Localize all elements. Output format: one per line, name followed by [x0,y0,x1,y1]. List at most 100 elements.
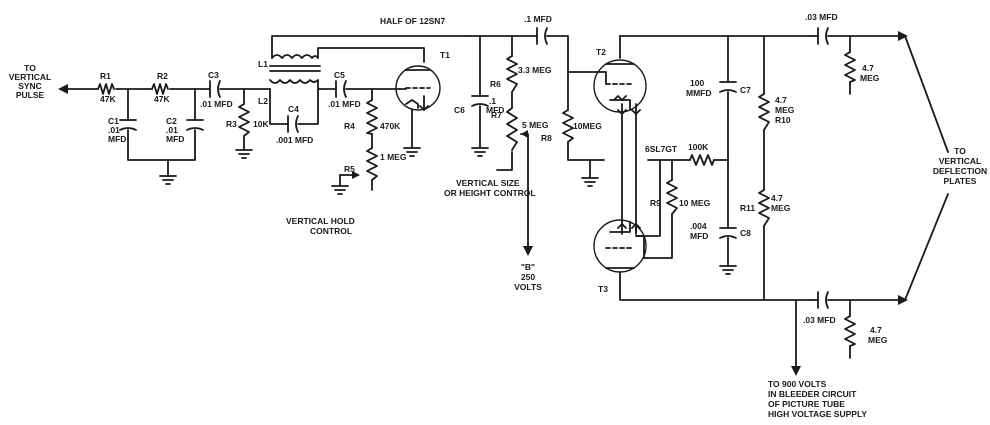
r11-value-1: 4.7 [771,193,783,203]
tube-6sl7-label: 6SL7GT [645,144,678,154]
out-bot-res-value-1: 4.7 [870,325,882,335]
r10-resistor [758,93,770,131]
c7-label: C7 [740,85,751,95]
c4-capacitor [287,115,299,133]
c3-label: C3 [208,70,219,80]
to-900v-1: TO 900 VOLTS [768,379,827,389]
r2-value: 47K [154,94,170,104]
ground-icon [471,147,489,157]
ground-icon [331,185,349,195]
r3-resistor [238,103,250,137]
c6-capacitor [471,95,489,107]
to-900v-4: HIGH VOLTAGE SUPPLY [768,409,867,419]
vertical-size-2: OR HEIGHT CONTROL [444,188,536,198]
r5-value: 1 MEG [380,152,407,162]
r2-label: R2 [157,71,168,81]
to-900v-2: IN BLEEDER CIRCUIT [768,389,857,399]
t1-envelope [395,65,441,111]
r9-resistor [666,179,678,215]
l1-winding [271,54,319,59]
out-bot-capacitor [817,291,829,309]
b-plus-1: "B" [521,262,535,272]
b-plus-3: VOLTS [514,282,542,292]
half-12sn7-label: HALF OF 12SN7 [380,16,445,26]
r7-value: 5 MEG [522,120,549,130]
c-top-value: .1 MFD [524,14,552,24]
to-deflection-1: TO [954,146,966,156]
t3-envelope [593,219,647,273]
c6-label: C6 [454,105,465,115]
r4-resistor [366,99,378,135]
c5-capacitor [335,80,347,98]
t2-envelope [593,59,647,113]
c5-value: .01 MFD [328,99,361,109]
out-top-res-value-1: 4.7 [862,63,874,73]
labels: TO VERTICAL SYNC PULSE R1 47K R2 47K C1 … [9,12,987,419]
c7-value-2: MMFD [686,88,712,98]
c1-label-3: MFD [108,134,126,144]
l1-label: L1 [258,59,268,69]
ground-symbols [159,147,737,275]
wiring [61,35,949,371]
tube-t2 [593,59,647,115]
r6-label: R6 [490,79,501,89]
r4-label: R4 [344,121,355,131]
to-sync-line-3: SYNC [18,81,42,91]
out-bot-resistor [844,315,856,347]
to-sync-line-4: PULSE [16,90,45,100]
ground-icon [581,177,599,187]
c1-label-2: .01 [108,125,120,135]
b-plus-2: 250 [521,272,535,282]
capacitors [119,27,829,309]
c7-value-1: 100 [690,78,704,88]
r10-value-2: MEG [775,105,795,115]
r11-resistor [758,189,770,227]
transformer-core [269,65,321,72]
r3-label: R3 [226,119,237,129]
r6-value: 3.3 MEG [518,65,552,75]
t2-label: T2 [596,47,606,57]
c8-value-2: MFD [690,231,708,241]
t1-label: T1 [440,50,450,60]
to-deflection-4: PLATES [944,176,977,186]
r1-label: R1 [100,71,111,81]
r-100k-resistor [689,154,715,166]
r5-label: R5 [344,164,355,174]
l2-label: L2 [258,96,268,106]
r-100k-value: 100K [688,142,709,152]
to-sync-line-1: TO [24,63,36,73]
r10-label: R10 [775,115,791,125]
c8-label: C8 [740,228,751,238]
c8-capacitor [719,227,737,239]
blocking-oscillator-transformer [269,54,321,90]
c6-value-2: MFD [486,105,504,115]
r4-value: 470K [380,121,401,131]
r9-value: 10 MEG [679,198,711,208]
r8-label: R8 [541,133,552,143]
to-deflection-3: DEFLECTION [933,166,987,176]
c7-capacitor [719,81,737,93]
arrowheads [58,31,908,376]
r7-label: R7 [491,110,502,120]
c2-capacitor [186,119,204,131]
c-top-capacitor [536,27,548,45]
tube-t3 [593,219,647,273]
to-900v-3: OF PICTURE TUBE [768,399,845,409]
c5-label: C5 [334,70,345,80]
resistors [97,51,856,347]
out-top-cap-value: .03 MFD [805,12,838,22]
ground-icon [159,175,177,185]
r11-label: R11 [740,203,755,213]
c2-label-3: MFD [166,134,184,144]
c2-label-1: C2 [166,116,177,126]
c3-capacitor [209,80,221,98]
r5-resistor [366,147,378,181]
tube-t1 [395,65,441,111]
r3-value: 10K [253,119,269,129]
t3-label: T3 [598,284,608,294]
c6-value-1: .1 [489,96,496,106]
vertical-hold-1: VERTICAL HOLD [286,216,355,226]
ground-icon [403,147,421,157]
out-bot-res-value-2: MEG [868,335,888,345]
r11-value-2: MEG [771,203,791,213]
